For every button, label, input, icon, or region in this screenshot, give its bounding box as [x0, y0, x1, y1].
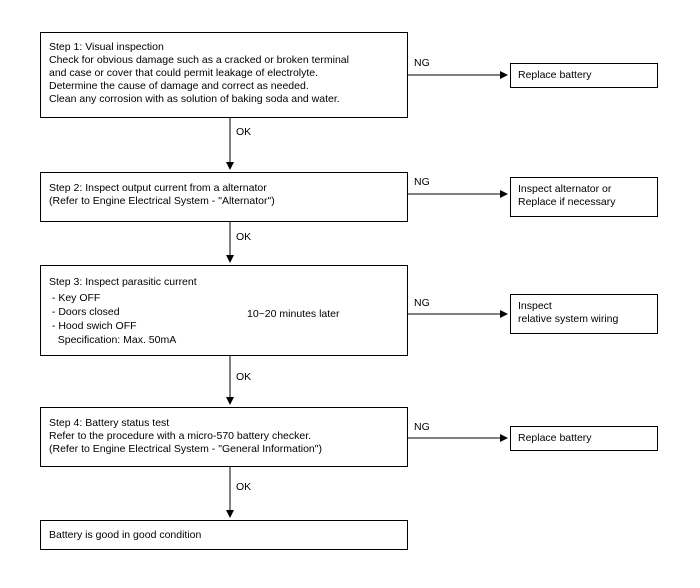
step2-result-line-2: Replace if necessary [518, 196, 616, 208]
step1-line-3: and case or cover that could permit leak… [49, 67, 319, 79]
step3-result-line-2: relative system wiring [518, 313, 619, 325]
step1-box [40, 32, 408, 118]
step2-result-line-1: Inspect alternator or [518, 183, 612, 195]
step4-result-box [510, 426, 658, 451]
final-box [40, 520, 408, 550]
step3-title: Step 3: Inspect parasitic current [49, 276, 197, 288]
step3-condition-2: - Doors closed [49, 306, 120, 318]
step1-result: Replace battery [518, 69, 592, 81]
final-text: Battery is good in good condition [49, 529, 202, 541]
step3-bracket-note: 10~20 minutes later [247, 308, 340, 320]
step3-result-line-1: Inspect [518, 300, 552, 312]
step1-line-5: Clean any corrosion with as solution of … [49, 93, 340, 105]
ok-label-2: OK [236, 231, 252, 243]
step3-ng-label: NG [414, 297, 430, 309]
step2-ng-label: NG [414, 176, 430, 188]
step2-line-1: Step 2: Inspect output current from a al… [49, 182, 267, 194]
ok-label-3: OK [236, 371, 252, 383]
step1-ng-label: NG [414, 57, 430, 69]
step3-condition-1: - Key OFF [49, 292, 101, 304]
step3-result-box [510, 294, 658, 334]
step1-line-2: Check for obvious damage such as a crack… [49, 54, 349, 66]
step1-result-box [510, 63, 658, 88]
step4-ng-label: NG [414, 421, 430, 433]
step4-box [40, 407, 408, 467]
step2-line-2: (Refer to Engine Electrical System - "Al… [49, 195, 275, 207]
step2-box [40, 172, 408, 222]
ok-label-4: OK [236, 481, 252, 493]
step2-result-box [510, 177, 658, 217]
step4-line-3: (Refer to Engine Electrical System - "Ge… [49, 443, 322, 455]
step4-line-1: Step 4: Battery status test [49, 417, 170, 429]
step3-condition-3: - Hood swich OFF [49, 320, 137, 332]
step1-line-1: Step 1: Visual inspection [49, 41, 164, 53]
ok-label-1: OK [236, 126, 252, 138]
step1-line-4: Determine the cause of damage and correc… [49, 80, 309, 92]
step4-result: Replace battery [518, 432, 592, 444]
step3-spec: Specification: Max. 50mA [49, 334, 177, 346]
step4-line-2: Refer to the procedure with a micro-570 … [49, 430, 312, 442]
step3-box [40, 265, 408, 356]
